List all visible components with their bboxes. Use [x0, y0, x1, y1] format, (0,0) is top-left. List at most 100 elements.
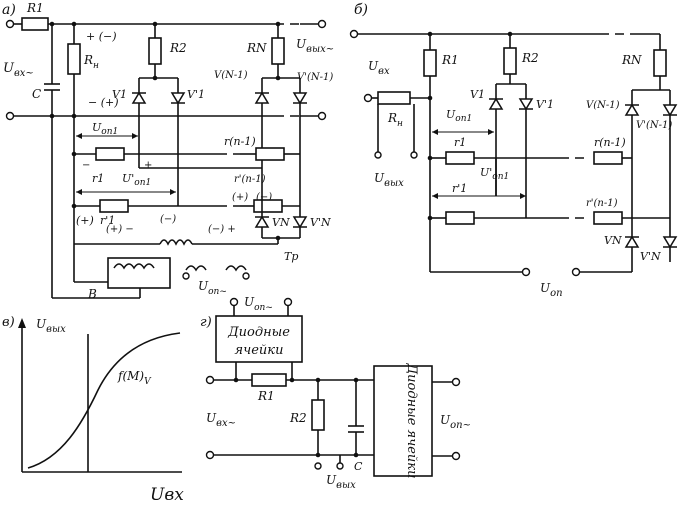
uop1-sub: оп1 — [101, 127, 118, 137]
resistor-rn — [271, 37, 285, 65]
c-label: C — [32, 87, 41, 101]
input-voltage-label: U — [3, 61, 15, 76]
panel-g-block-diagram: г) Uоп~ Диодные ячейки R1 R2 C Uвх~ — [200, 295, 471, 491]
svg-text:Uвых: Uвых — [326, 473, 356, 491]
uop-a-sub: оп~ — [208, 287, 227, 297]
b-resistor-r-prime-n-1 — [593, 211, 623, 225]
output-voltage-label: U — [296, 37, 307, 51]
b-vn-label: VN — [604, 234, 622, 247]
uop1-label: U — [92, 121, 102, 134]
g-uout-sub: вых — [336, 480, 356, 491]
svg-text:Uоп1: Uоп1 — [92, 121, 118, 137]
b-rn1-label: r(n-1) — [594, 136, 626, 149]
b-v1p-label: V'1 — [536, 98, 554, 111]
b-r2-label: R2 — [521, 51, 539, 65]
winding-b — [107, 257, 171, 289]
svg-text:U'оп1: U'оп1 — [122, 172, 151, 188]
panel-a-circuit: a) R1 + (−) − (+) Uвх~ C Rн — [2, 1, 334, 301]
input-terminal-bottom — [5, 111, 15, 121]
polarity-top: + (−) — [86, 30, 117, 43]
g-uin-sub: вх~ — [216, 418, 236, 429]
r1-small-label: r1 — [92, 172, 104, 185]
panel-a-tag: a) — [2, 2, 16, 18]
resistor-r-1 — [95, 147, 125, 161]
g-c-label: C — [354, 460, 363, 473]
b-resistor-r-n-1 — [593, 151, 623, 165]
output-terminal-top — [317, 19, 327, 29]
uop1p-sub: оп1 — [134, 178, 151, 188]
b-diode-vn — [624, 236, 640, 248]
svg-text:Uвых: Uвых — [36, 317, 66, 335]
diode-vn-1 — [254, 92, 270, 104]
r1p-label: r'1 — [100, 214, 115, 227]
resistor-r2 — [148, 37, 162, 65]
tp-label: Tp — [284, 250, 298, 263]
g-uop-right-label: U — [440, 413, 451, 427]
cells-top-line1: Диодные — [227, 325, 290, 340]
b-resistor-r1 — [423, 49, 437, 77]
resistor-r1 — [21, 17, 49, 31]
svg-text:Rн: Rн — [83, 53, 99, 71]
svg-text:Uвых~: Uвых~ — [296, 37, 334, 55]
g-uop-sub: оп~ — [254, 303, 273, 313]
pol-c: (−) + — [208, 224, 236, 235]
pol-e: (+) — [232, 192, 248, 203]
b-vn1p-label: V'(N-1) — [636, 120, 672, 131]
v-ylabel-sub: вых — [46, 324, 66, 335]
b-diode-v1 — [488, 98, 504, 110]
g-r2-label: R2 — [289, 411, 307, 425]
v-xlabel: Uвх — [150, 485, 184, 505]
curve-sub: V — [144, 377, 152, 387]
b-vn1-label: V(N-1) — [586, 100, 620, 111]
g-resistor-r2 — [311, 399, 325, 431]
b-diode-vn-1-prime — [662, 104, 678, 116]
v1-label: V1 — [112, 88, 127, 101]
minus-sign-1: − — [82, 160, 90, 171]
uop1p-label: U' — [122, 172, 134, 185]
vn-label: VN — [272, 216, 290, 229]
b-diode-v1-prime — [518, 98, 534, 110]
b-uin-label: U — [368, 59, 379, 73]
pol-a: (+) − — [106, 224, 134, 235]
svg-text:Uоп~: Uоп~ — [440, 413, 471, 431]
panel-v-transfer-curve: в) Uвых f(M)V Uвх — [2, 315, 184, 505]
pol-d: (−) — [256, 192, 272, 203]
plus-sign-1: + — [144, 160, 152, 171]
diode-vn — [254, 216, 270, 228]
b-uop1-label: U — [446, 108, 456, 121]
b-diode-vn-prime — [662, 236, 678, 248]
svg-text:Uоп~: Uоп~ — [244, 295, 273, 313]
panel-g-tag: г) — [200, 315, 212, 330]
vn1p-label: V'(N-1) — [297, 72, 333, 83]
b-uout-label: U — [374, 171, 385, 185]
b-rn1p-label: r'(n-1) — [586, 198, 618, 209]
b-vnp-label: V'N — [640, 250, 661, 263]
pl-r1p: (+) — [76, 214, 94, 227]
output-voltage-sub: вых~ — [306, 44, 334, 55]
b-uin-sub: вх — [378, 66, 390, 77]
b-label: B — [87, 287, 97, 301]
r2-label: R2 — [169, 41, 187, 55]
panel-v-tag: в) — [2, 315, 15, 330]
b-load-resistor — [377, 91, 411, 105]
diode-cells-box-top — [215, 315, 303, 363]
input-voltage-sub: вх~ — [14, 68, 34, 79]
vnp-label: V'N — [310, 216, 331, 229]
b-rn-label: R — [387, 111, 397, 125]
b-resistor-r-prime-1 — [445, 211, 475, 225]
b-resistor-r2 — [503, 47, 517, 75]
b-uout-sub: вых — [384, 178, 404, 189]
svg-text:Uвх~: Uвх~ — [206, 411, 236, 429]
resistor-r-n-1 — [255, 147, 285, 161]
cells-top-line2: ячейки — [235, 343, 284, 358]
output-terminal-bottom — [317, 111, 327, 121]
cells-right-text: Диодные ячейки — [404, 363, 419, 479]
transfer-curve — [27, 332, 181, 469]
polarity-mid: − (+) — [88, 96, 119, 109]
rn1-label: r(n-1) — [224, 135, 256, 148]
g-resistor-r1 — [251, 373, 287, 387]
b-uop1p-sub: оп1 — [492, 172, 509, 182]
input-terminal-top — [5, 19, 15, 29]
svg-text:Uвых: Uвых — [374, 171, 404, 189]
